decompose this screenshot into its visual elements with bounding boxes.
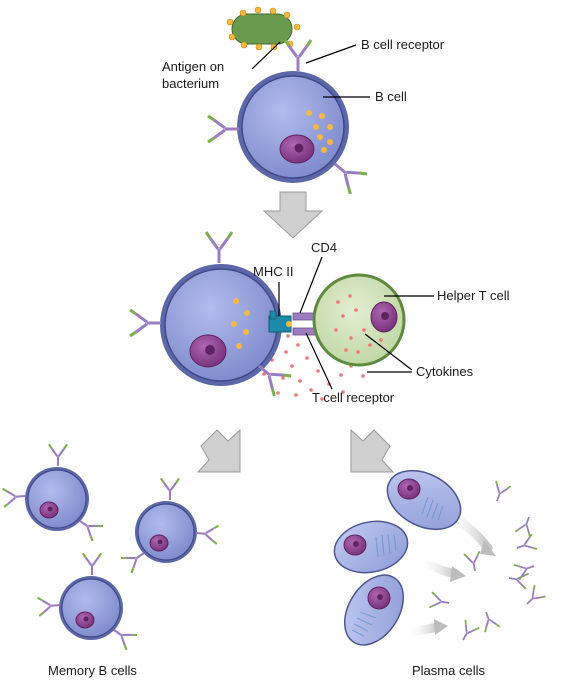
memory-b-cell-3-receptors <box>37 552 138 651</box>
memory-b-cell-1-receptors <box>2 443 104 542</box>
mhc-ii-text: MHC II <box>253 264 293 279</box>
plasma-cell-2 <box>333 520 409 574</box>
memory-b-cell-2-receptors <box>120 477 219 574</box>
t-cell-receptor-complex <box>292 312 316 336</box>
antigen-label-line2: bacterium <box>162 76 219 91</box>
memory-b-cells-label: Memory B cells <box>48 663 137 678</box>
mhc-ii-complex <box>268 310 292 333</box>
cd4-text: CD4 <box>311 240 337 255</box>
antigen-label: Antigen on bacterium <box>162 41 281 91</box>
mhc-ii-label: MHC II <box>253 264 293 316</box>
b-cell-label: B cell <box>323 89 407 104</box>
helper-t-cell <box>312 273 406 367</box>
plasma-cell-3 <box>344 574 404 646</box>
helper-t-cell-label: Helper T cell <box>384 288 510 303</box>
helper-t-cell-text: Helper T cell <box>437 288 510 303</box>
free-antibodies <box>428 480 546 641</box>
plasma-cells-label: Plasma cells <box>412 663 485 678</box>
plasma-cell-1 <box>386 469 462 531</box>
b-cell-receptors <box>207 39 368 195</box>
antigen-label-line1: Antigen on <box>162 59 224 74</box>
activated-b-cell-receptors <box>129 231 292 397</box>
memory-b-cell-2 <box>135 501 197 563</box>
t-cell-receptor-text: T cell receptor <box>312 390 395 405</box>
activated-b-cell <box>160 264 282 386</box>
b-cell-receptor-label: B cell receptor <box>305 37 445 64</box>
arrow-to-memory-cells <box>196 428 241 473</box>
b-cell-text: B cell <box>375 89 407 104</box>
cytokines-label: Cytokines <box>364 333 474 379</box>
b-cell-receptor-text: B cell receptor <box>361 37 445 52</box>
cytokines-text: Cytokines <box>416 364 474 379</box>
memory-b-cell-3 <box>59 576 123 640</box>
bacterium-antigens <box>226 6 301 51</box>
arrow-to-plasma-cells <box>350 428 395 473</box>
t-cell-receptor-label: T cell receptor <box>305 332 395 405</box>
down-arrow-1 <box>262 191 324 239</box>
memory-b-cell-1 <box>25 467 89 531</box>
bacterium <box>231 13 293 45</box>
cd4-label: CD4 <box>299 240 337 314</box>
b-cell <box>237 71 349 183</box>
secretion-streams <box>403 507 496 637</box>
